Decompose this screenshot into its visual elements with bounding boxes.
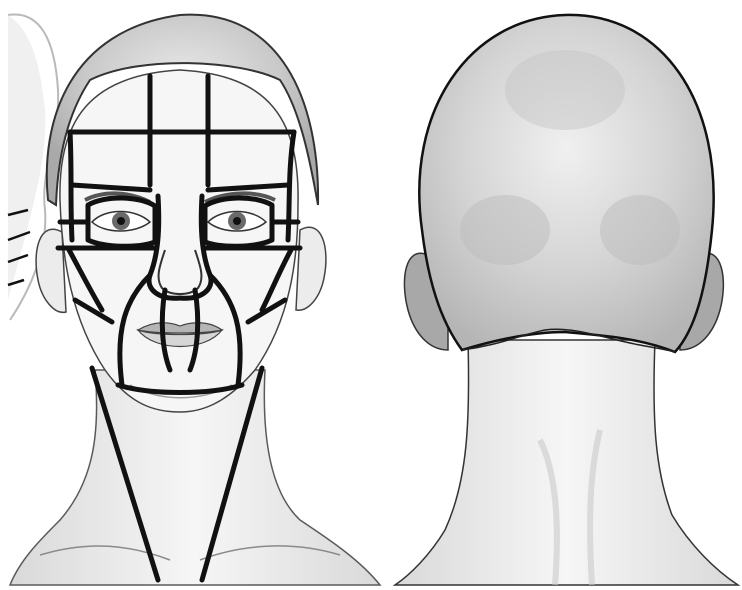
back-neck xyxy=(395,340,738,585)
left-ear xyxy=(36,229,66,312)
right-ear xyxy=(296,227,326,310)
front-view-panel xyxy=(8,14,380,585)
back-view-panel xyxy=(395,15,738,585)
